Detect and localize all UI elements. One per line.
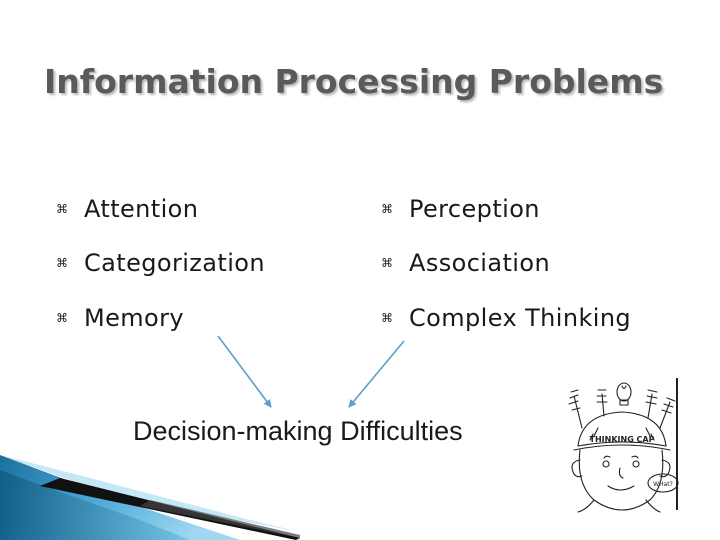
thinking-cap-cartoon-image: THINKING CAP WHat?: [568, 382, 679, 513]
arrow-right: [348, 340, 405, 408]
bullet-categorization: ⌘ Categorization: [56, 249, 265, 277]
bullet-mark-icon: ⌘: [381, 256, 393, 270]
bullet-label: Perception: [409, 195, 540, 223]
bullet-mark-icon: ⌘: [56, 202, 68, 216]
bullet-mark-icon: ⌘: [381, 311, 393, 325]
bullet-attention: ⌘ Attention: [56, 195, 198, 223]
bubble-text: WHat?: [653, 481, 673, 488]
bullet-mark-icon: ⌘: [381, 202, 393, 216]
bullet-complex-thinking: ⌘ Complex Thinking: [381, 304, 631, 332]
bullet-perception: ⌘ Perception: [381, 195, 540, 223]
conclusion-text: Decision-making Difficulties: [133, 416, 463, 446]
arrow-left: [217, 335, 272, 408]
slide-title: Information Processing Problems: [44, 62, 664, 101]
image-border-line: [676, 378, 678, 510]
bullet-label: Categorization: [84, 249, 265, 277]
bullet-mark-icon: ⌘: [56, 311, 68, 325]
bullet-mark-icon: ⌘: [56, 256, 68, 270]
bullet-label: Memory: [84, 304, 185, 332]
bullet-memory: ⌘ Memory: [56, 304, 184, 332]
bullet-label: Attention: [84, 195, 199, 223]
bullet-label: Association: [409, 249, 551, 277]
bullet-label: Complex Thinking: [409, 304, 632, 332]
bullet-association: ⌘ Association: [381, 249, 550, 277]
cap-text: THINKING CAP: [590, 435, 655, 444]
